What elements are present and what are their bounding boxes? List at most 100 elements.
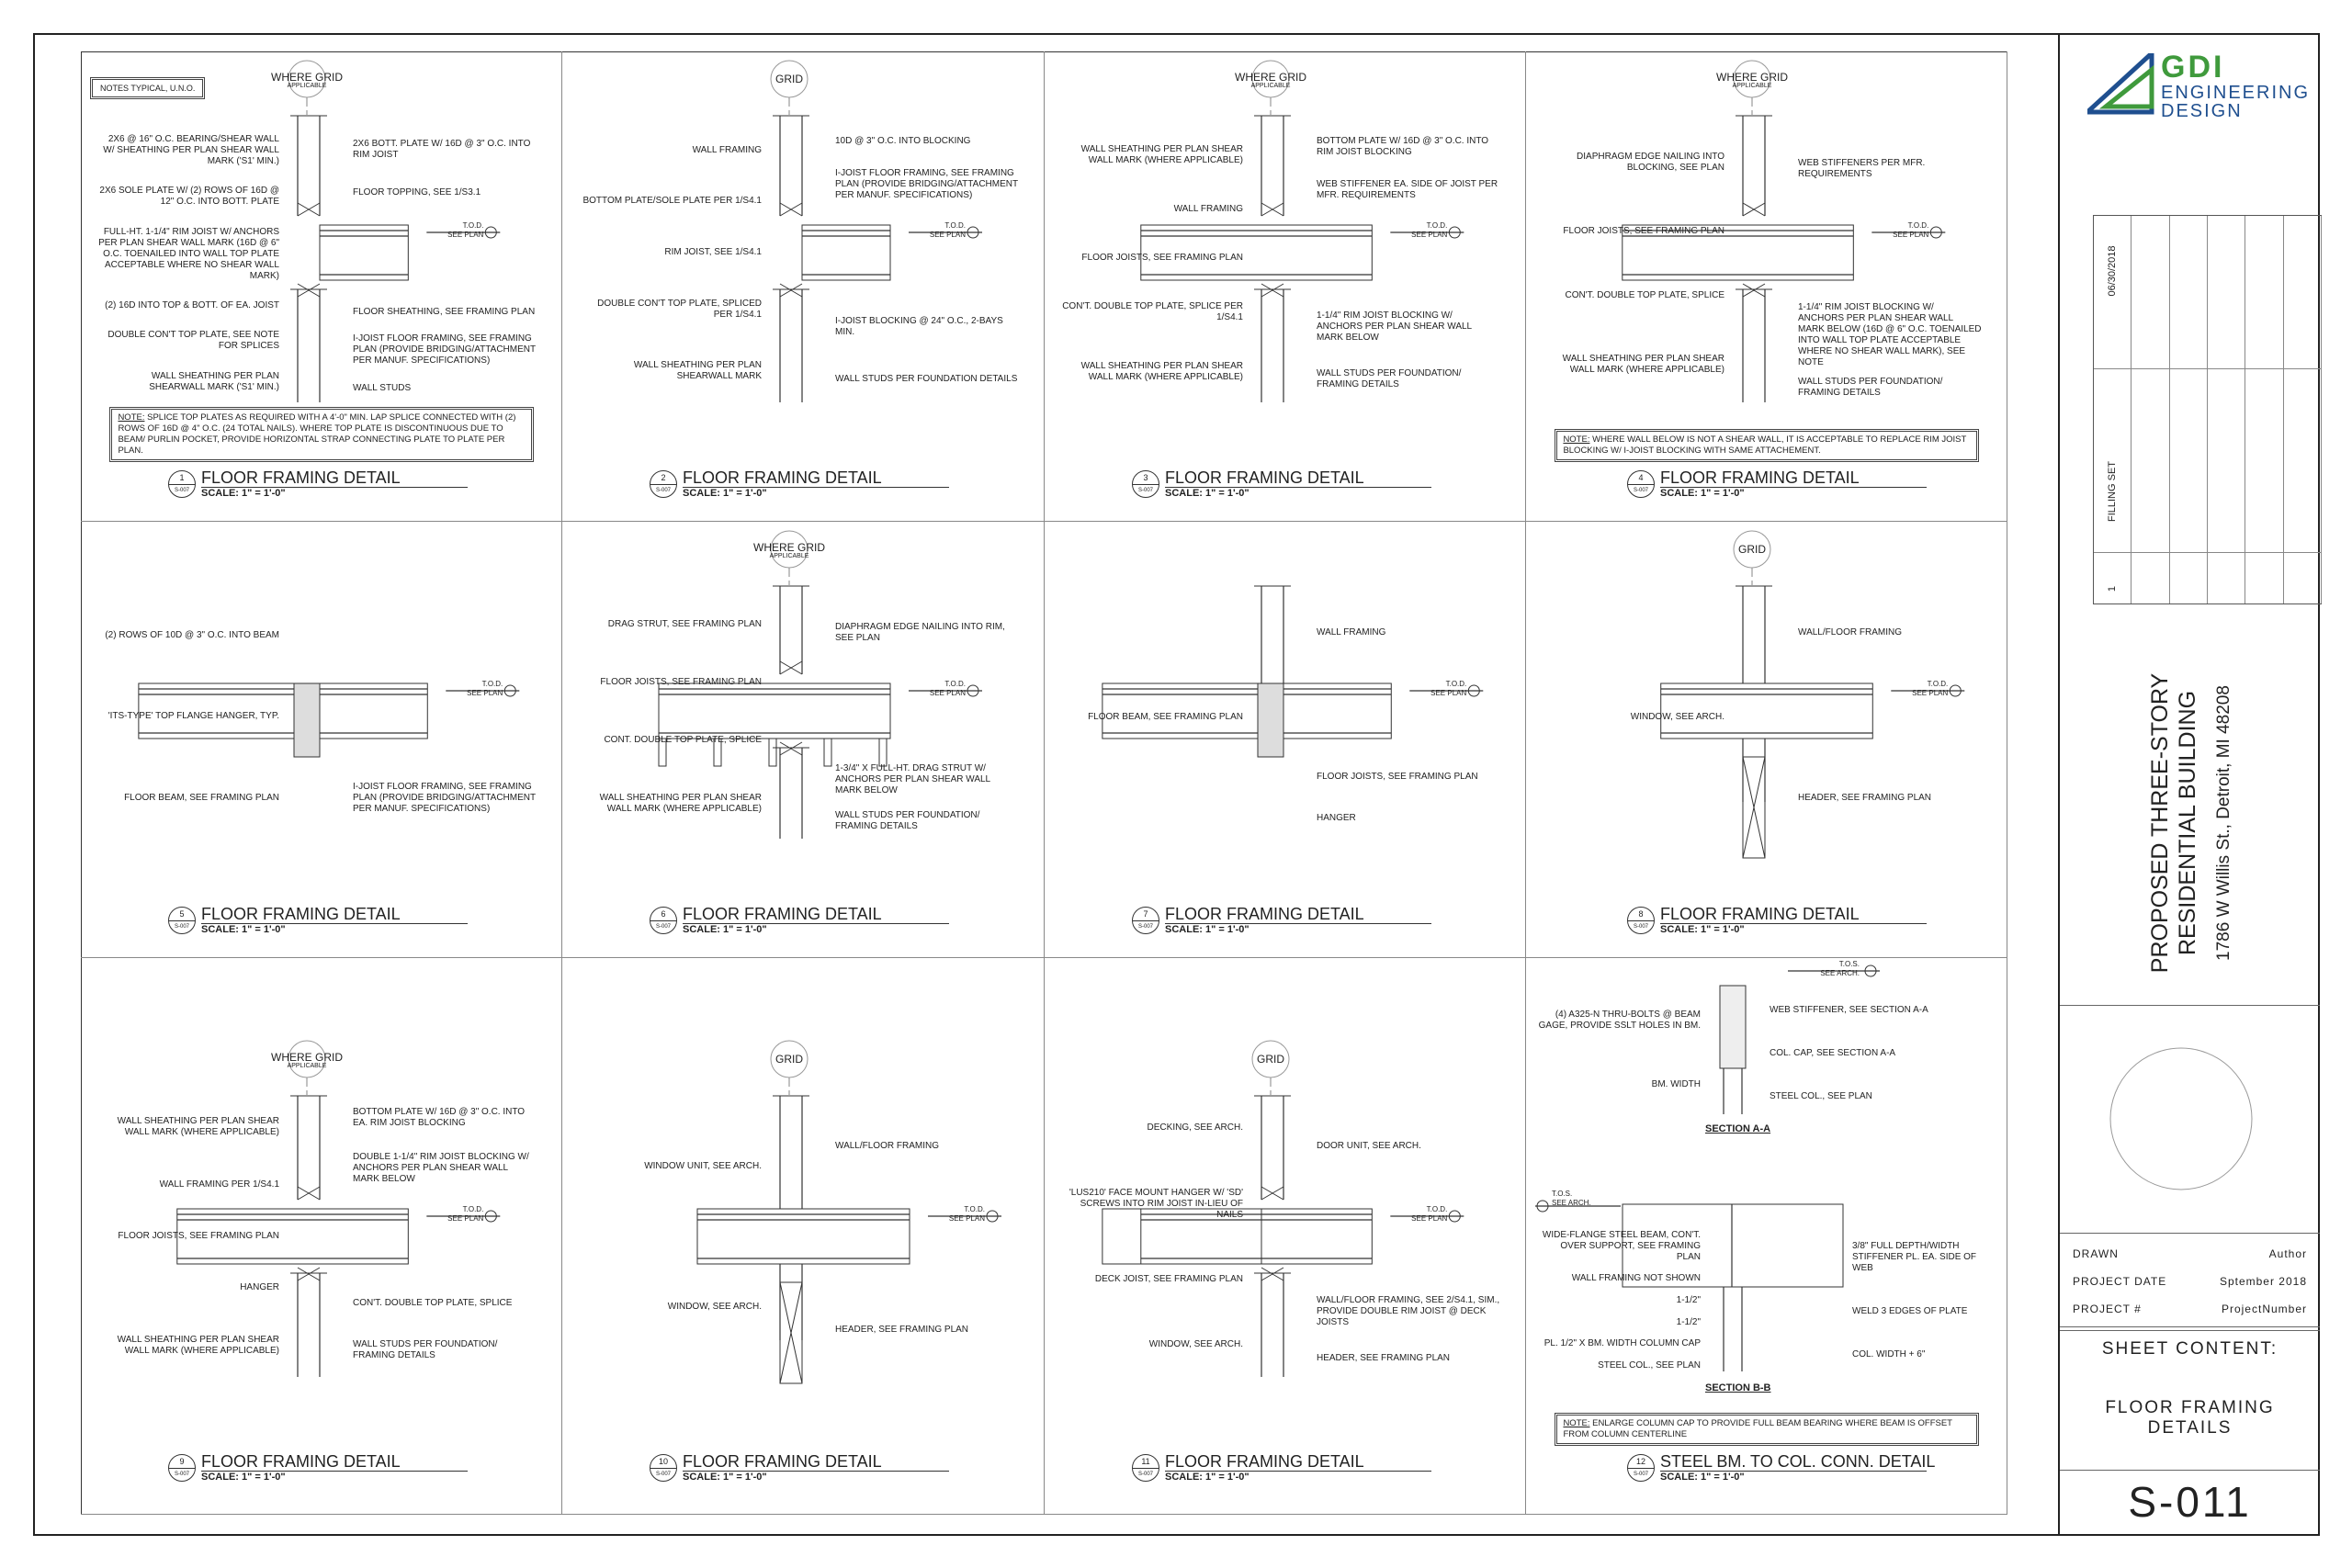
- sheet-number: S-011: [2128, 1478, 2252, 1526]
- note-label: CON'T. DOUBLE TOP PLATE, SPLICE: [353, 1297, 513, 1308]
- detail-drawing: [1140, 60, 1464, 402]
- see-plan-text: SEE PLAN: [1912, 689, 1949, 697]
- detail-sheet-ref: S-007: [169, 920, 195, 932]
- seal-circle: [2109, 1047, 2253, 1190]
- detail-drawing: [770, 60, 982, 402]
- plate-blocking: [297, 202, 321, 217]
- logo-engineering: ENGINEERING: [2161, 83, 2311, 103]
- right-notes-upper: 10d @ 3" O.C. INTO BLOCKING I-JOIST FLOOR…: [835, 125, 1035, 212]
- detail-number: 6: [661, 909, 666, 919]
- section-a-label: SECTION A-A: [1705, 1123, 1771, 1134]
- left-notes: 2X6 @ 16" O.C. BEARING/SHEAR WALL W/ SHE…: [90, 125, 279, 402]
- left-notes: (2) ROWS OF 10d @ 3" O.C. INTO BEAM'ITS-…: [90, 595, 279, 839]
- note-label: WALL FRAMING: [1173, 203, 1243, 214]
- project-address: 1786 W Willis St., Detroit, MI 48208: [2214, 685, 2233, 961]
- sheet-border: [33, 33, 2320, 1536]
- grid-label: GRID: [1697, 544, 1807, 555]
- section-b-label: SECTION B-B: [1705, 1382, 1771, 1393]
- detail-drawing: [1102, 1040, 1464, 1377]
- revision-row: 06/30/2018 FILLING SET 1: [2094, 216, 2132, 604]
- note-label: WALL FRAMING: [1317, 627, 1386, 637]
- tod-label: T.O.D.SEE PLAN: [910, 221, 966, 240]
- detail-number: 11: [1141, 1457, 1150, 1466]
- tod-label: T.O.D.SEE PLAN: [1893, 680, 1948, 698]
- grid-label-text: WHERE GRID: [1716, 71, 1788, 84]
- plate-blocking: [1742, 283, 1766, 298]
- grid-label-text: GRID: [775, 73, 803, 85]
- detail-scale: SCALE: 1" = 1'-0": [1660, 1472, 1745, 1483]
- revision-table: 06/30/2018 FILLING SET 1: [2093, 215, 2322, 604]
- note-label: 10d @ 3" O.C. INTO BLOCKING: [835, 135, 971, 146]
- note-label: WALL SHEATHING PER PLAN SHEAR WALL MARK …: [117, 1116, 279, 1138]
- plate-blocking: [779, 660, 803, 675]
- floor-joist: [768, 738, 777, 767]
- revision-row-empty: [2245, 216, 2284, 604]
- note-label: I-JOIST FLOOR FRAMING, SEE FRAMING PLAN …: [835, 168, 1018, 201]
- project-title: PROPOSED THREE-STORY RESIDENTIAL BUILDIN…: [2146, 673, 2234, 973]
- header: [779, 1281, 803, 1384]
- note-label: DOOR UNIT, SEE ARCH.: [1317, 1140, 1421, 1151]
- note-label: 1-1/4" RIM JOIST BLOCKING W/ ANCHORS PER…: [1317, 310, 1472, 344]
- see-plan-text: SEE PLAN: [447, 1214, 484, 1223]
- left-notes: DECKING, SEE ARCH.'LUS210' FACE MOUNT HA…: [1054, 1096, 1243, 1377]
- detail-sheet-ref: S-007: [1628, 1468, 1654, 1480]
- info-label: PROJECT DATE: [2073, 1275, 2167, 1288]
- floor-assembly: [319, 224, 409, 281]
- grid-label-text: GRID: [1738, 543, 1766, 556]
- detail-number: 7: [1143, 909, 1148, 919]
- note-label: 'ITS-TYPE' TOP FLANGE HANGER, TYP.: [107, 711, 279, 722]
- note-label: BOTTOM PLATE W/ 16d @ 3" O.C. INTO EA. R…: [353, 1107, 526, 1129]
- project-title-line2: RESIDENTIAL BUILDING: [2175, 690, 2200, 956]
- detail-scale: SCALE: 1" = 1'-0": [1165, 924, 1250, 935]
- floor-assembly: [1622, 224, 1854, 281]
- note-label: NOTE:: [118, 412, 145, 423]
- detail-scale: SCALE: 1" = 1'-0": [1660, 924, 1745, 935]
- left-notes: WALL SHEATHING PER PLAN SHEAR WALL MARK …: [90, 1096, 279, 1377]
- floor-joist: [658, 738, 667, 767]
- detail-scale: SCALE: 1" = 1'-0": [201, 1472, 286, 1483]
- right-notes-lower: HEADER, SEE FRAMING PLAN: [835, 1282, 1035, 1377]
- right-notes-upper: BOTTOM PLATE W/ 16d @ 3" O.C. INTO EA. R…: [353, 1096, 553, 1196]
- tod-label: T.O.D.SEE PLAN: [930, 1205, 985, 1224]
- note-label: FLOOR JOISTS, SEE FRAMING PLAN: [1563, 226, 1724, 237]
- note-label: DIAPHRAGM EDGE NAILING INTO RIM, SEE PLA…: [835, 622, 1005, 643]
- detail-title-text: STEEL BM. TO COL. CONN. DETAIL: [1660, 1452, 1936, 1472]
- note-label: HEADER, SEE FRAMING PLAN: [1798, 792, 1932, 803]
- plate-blocking: [779, 202, 803, 217]
- plate-blocking: [1261, 283, 1284, 298]
- note-label: (2) 16d INTO TOP & BOTT. OF EA. JOIST: [105, 300, 279, 311]
- tos-label: T.O.S.SEE ARCH.: [1804, 960, 1860, 978]
- revision-date: 06/30/2018: [2107, 245, 2119, 297]
- detail-number: 10: [658, 1457, 668, 1466]
- revision-row-empty: [2132, 216, 2170, 604]
- detail-sheet-ref: S-007: [1133, 920, 1159, 932]
- note-label: WALL SHEATHING PER PLAN SHEAR WALL MARK …: [599, 793, 762, 815]
- note-text: ENLARGE COLUMN CAP TO PROVIDE FULL BEAM …: [1563, 1418, 1952, 1439]
- see-plan-text: SEE PLAN: [929, 231, 966, 239]
- detail-drawing: [1660, 530, 1965, 859]
- right-notes-lower: I-JOIST FLOOR FRAMING, SEE FRAMING PLAN …: [353, 757, 553, 839]
- info-value: Sptember 2018: [2219, 1275, 2307, 1288]
- note-label: WALL STUDS PER FOUNDATION/ FRAMING DETAI…: [1798, 376, 1943, 398]
- header-hatch: [1742, 756, 1766, 859]
- grid-label-sub: APPLICABLE: [287, 1063, 327, 1069]
- detail-sheet-ref: S-007: [1628, 920, 1654, 932]
- note-label: I-JOIST FLOOR FRAMING, SEE FRAMING PLAN …: [353, 333, 536, 367]
- detail-sheet-ref: S-007: [650, 920, 676, 932]
- detail-title-text: FLOOR FRAMING DETAIL: [1660, 468, 1927, 488]
- floor-assembly: [1140, 224, 1373, 281]
- note-label: FLOOR JOISTS, SEE FRAMING PLAN: [1317, 772, 1478, 783]
